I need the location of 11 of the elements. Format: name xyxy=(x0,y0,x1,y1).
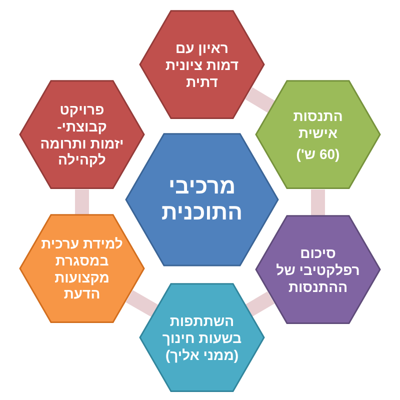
connector-band xyxy=(245,87,275,113)
hexagon: התנסות אישית (60 ש') xyxy=(255,80,381,190)
connector-band xyxy=(311,190,325,216)
connector-band xyxy=(126,290,158,317)
connector-band xyxy=(246,292,274,316)
hexagon: השתתפות בשעות חינוך (ממני אליך) xyxy=(139,283,265,393)
hexagon: למידת ערכית במסגרת מקצועות הדעת xyxy=(19,214,145,324)
connector-band xyxy=(75,190,89,214)
hexagon: ראיון עם דמות ציונית דתית xyxy=(139,10,265,120)
hexagon: פרויקט קבוצתי- יזמות ותרומה לקהילה xyxy=(19,80,145,190)
hexagon: סיכום רפלקטיבי של ההתנסות xyxy=(255,215,381,325)
